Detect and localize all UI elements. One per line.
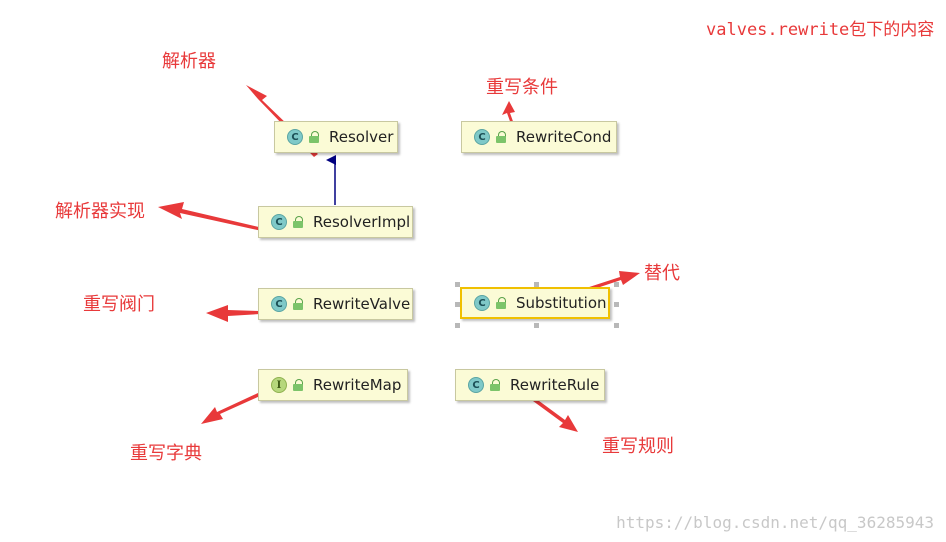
selection-handle[interactable] <box>455 302 460 307</box>
interface-icon: I <box>271 377 287 393</box>
lock-icon <box>293 216 305 228</box>
class-name: ResolverImpl <box>313 213 411 231</box>
class-name: RewriteRule <box>510 376 600 394</box>
class-name: Resolver <box>329 128 394 146</box>
class-name: Substitution <box>516 294 607 312</box>
interface-node-rewrite-map[interactable]: I RewriteMap <box>258 369 408 401</box>
class-node-substitution[interactable]: C Substitution <box>460 287 610 319</box>
selection-handle[interactable] <box>614 323 619 328</box>
class-icon: C <box>474 129 490 145</box>
annotation-rewrite-cond: 重写条件 <box>486 77 558 98</box>
class-icon: C <box>271 214 287 230</box>
selection-handle[interactable] <box>614 302 619 307</box>
selection-handle[interactable] <box>455 323 460 328</box>
class-name: RewriteMap <box>313 376 402 394</box>
class-node-rewrite-rule[interactable]: C RewriteRule <box>455 369 605 401</box>
class-name: RewriteCond <box>516 128 612 146</box>
lock-icon <box>496 297 508 309</box>
class-icon: C <box>474 295 490 311</box>
class-icon: C <box>287 129 303 145</box>
selection-handle[interactable] <box>534 282 539 287</box>
annotation-substitution: 替代 <box>644 263 680 284</box>
class-name: RewriteValve <box>313 295 411 313</box>
selection-handle[interactable] <box>534 323 539 328</box>
package-note: valves.rewrite包下的内容 <box>706 20 935 40</box>
class-node-rewrite-valve[interactable]: C RewriteValve <box>258 288 413 320</box>
watermark: https://blog.csdn.net/qq_36285943 <box>616 513 934 532</box>
lock-icon <box>293 298 305 310</box>
annotation-rewrite-map: 重写字典 <box>130 443 202 464</box>
lock-icon <box>293 379 305 391</box>
class-node-resolver-impl[interactable]: C ResolverImpl <box>258 206 413 238</box>
annotation-resolver-impl: 解析器实现 <box>55 201 145 222</box>
callout-arrow-rewrite-rule <box>533 398 578 432</box>
callout-arrow-rewrite-valve <box>206 305 260 322</box>
selection-handle[interactable] <box>455 282 460 287</box>
lock-icon <box>490 379 502 391</box>
callout-arrow-resolver-impl <box>158 202 263 231</box>
lock-icon <box>309 131 321 143</box>
annotation-rewrite-valve: 重写阀门 <box>83 294 155 315</box>
class-node-rewrite-cond[interactable]: C RewriteCond <box>461 121 617 153</box>
selection-handle[interactable] <box>614 282 619 287</box>
class-icon: C <box>271 296 287 312</box>
lock-icon <box>496 131 508 143</box>
annotation-rewrite-rule: 重写规则 <box>602 436 674 457</box>
callout-arrow-rewrite-map <box>201 393 260 424</box>
annotation-resolver: 解析器 <box>162 51 216 72</box>
class-node-resolver[interactable]: C Resolver <box>274 121 398 153</box>
callout-arrow-rewrite-cond <box>502 101 515 127</box>
class-icon: C <box>468 377 484 393</box>
